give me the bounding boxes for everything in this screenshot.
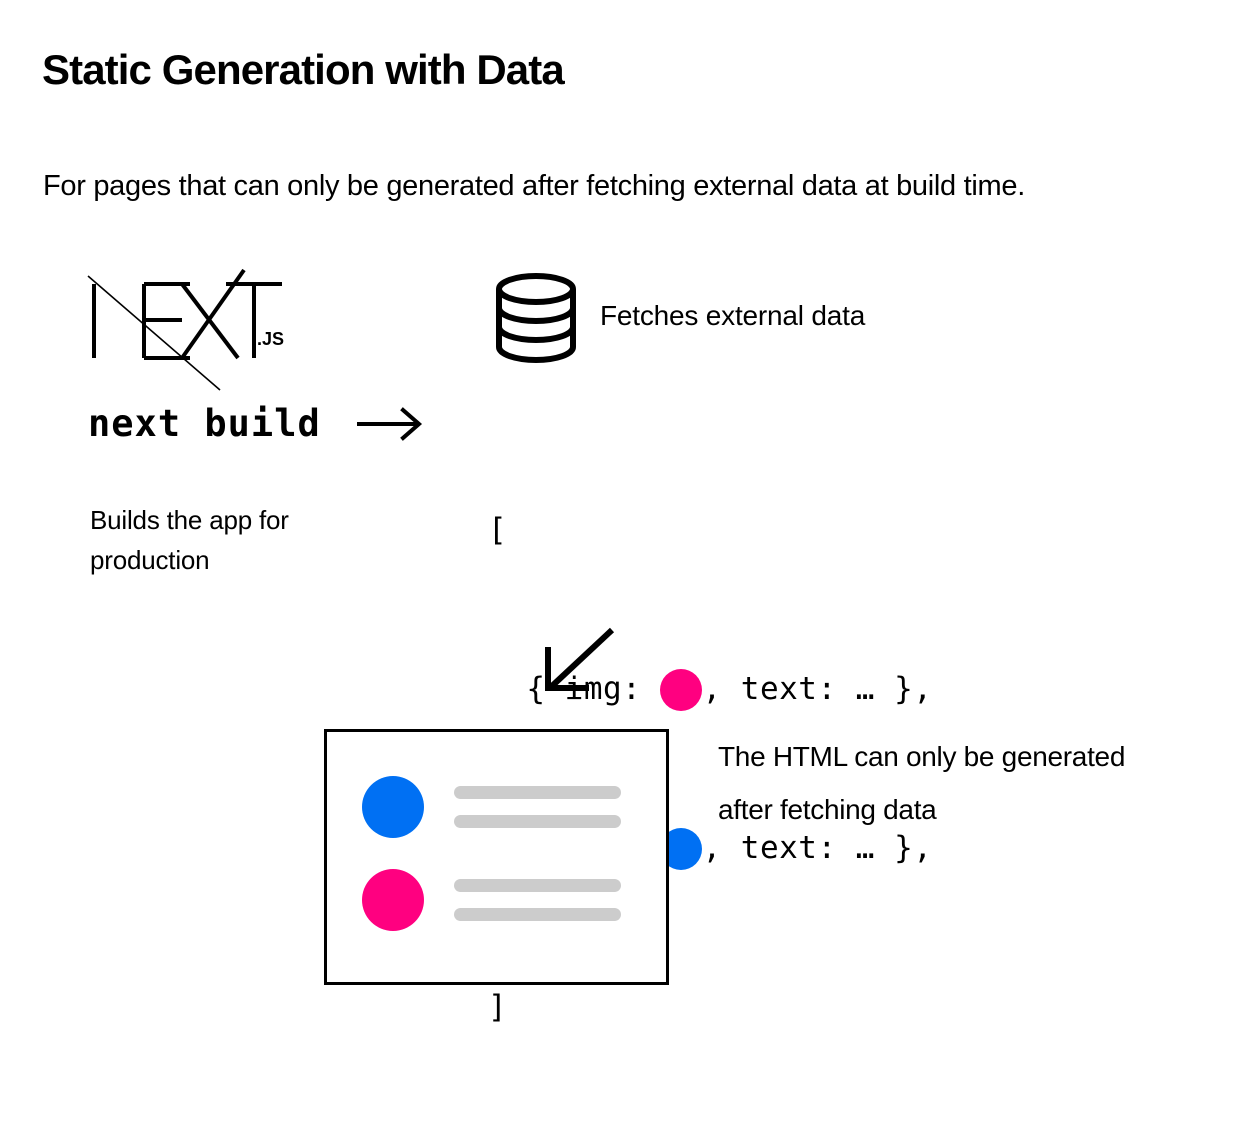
blue-avatar bbox=[362, 776, 424, 838]
placeholder-line bbox=[454, 786, 621, 799]
code-close-bracket: ] bbox=[488, 989, 508, 1025]
code-line-entry-1: { img: , text: … }, bbox=[488, 663, 932, 716]
nextjs-logo-suffix: .JS bbox=[257, 329, 285, 349]
database-cylinder-icon bbox=[496, 273, 576, 363]
render-caption: The HTML can only be generated after fet… bbox=[718, 741, 1126, 826]
build-description: Builds the app for production bbox=[90, 505, 289, 576]
build-command-text: next build bbox=[88, 402, 321, 445]
rendered-page-mockup bbox=[324, 729, 669, 985]
placeholder-line bbox=[454, 908, 621, 921]
page-subtitle: For pages that can only be generated aft… bbox=[43, 170, 1025, 202]
arrow-down-left-icon bbox=[545, 627, 615, 691]
flow-arrow bbox=[538, 626, 618, 696]
code-open-bracket: [ bbox=[488, 512, 508, 548]
mockup-row-2 bbox=[362, 869, 621, 931]
database-icon bbox=[494, 272, 578, 364]
code-entry-1-suffix: , text: … }, bbox=[702, 671, 933, 707]
mockup-row-1 bbox=[362, 776, 621, 838]
nextjs-logo bbox=[86, 262, 296, 391]
fetch-external-data-label: Fetches external data bbox=[600, 300, 866, 331]
mockup-row-1-lines bbox=[454, 786, 621, 828]
pink-image-dot bbox=[660, 668, 703, 711]
nextjs-wordmark-icon bbox=[87, 268, 282, 391]
code-line-open: [ bbox=[488, 504, 932, 557]
code-line-close: ] bbox=[488, 981, 932, 1034]
code-entry-2-suffix: , text: … }, bbox=[702, 830, 933, 866]
data-code-block: [ { img: , text: … }, { img: , text: … }… bbox=[488, 398, 932, 1140]
mockup-row-2-lines bbox=[454, 879, 621, 921]
placeholder-line bbox=[454, 879, 621, 892]
build-command-row: next build bbox=[88, 402, 427, 445]
arrow-right-icon bbox=[356, 406, 422, 441]
diagram-canvas: Static Generation with Data For pages th… bbox=[42, 46, 1126, 1025]
pink-avatar bbox=[362, 869, 424, 931]
placeholder-line bbox=[454, 815, 621, 828]
page-title: Static Generation with Data bbox=[42, 46, 565, 93]
